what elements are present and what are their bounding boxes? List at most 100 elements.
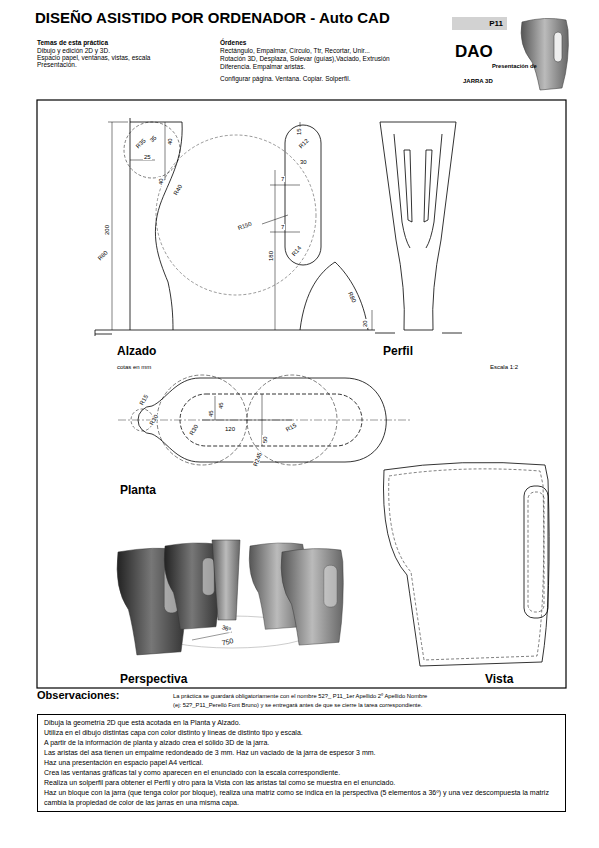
drawing-path <box>212 540 240 620</box>
dimension-label: 120 <box>224 426 236 432</box>
drawing-line <box>95 334 112 335</box>
drawing-rect <box>285 125 321 265</box>
dimension-label: R15 <box>284 421 298 433</box>
sheet-text: JARRA 3D <box>463 78 493 84</box>
instruction-line: Haz una presentación en espacio papel A4… <box>44 758 559 768</box>
drawing-path <box>389 469 544 660</box>
instructions-box: Dibuja la geometría 2D que está acotada … <box>37 714 566 812</box>
sheet-text: Presentación. <box>37 62 77 69</box>
instruction-line: A partir de la información de planta y a… <box>44 738 559 748</box>
sheet-text: Espacio papel, ventanas, vistas, escala <box>37 55 150 62</box>
dimension-label: R12 <box>297 137 310 150</box>
instruction-line: Haz un bloque con la jarra (que tenga co… <box>44 788 559 808</box>
drawing-line <box>270 232 300 233</box>
dimension-label: 30 <box>299 159 308 165</box>
dimension-label: R245 <box>252 451 263 468</box>
drawing-path <box>424 150 432 222</box>
sheet-text: Rotación 3D, Desplaza, Solevar (guías),V… <box>220 56 390 63</box>
sheet-text: (ej: 52?_P11_Perelló Font Bruno) y se en… <box>173 703 422 709</box>
dimension-label: 180 <box>268 250 274 262</box>
dimension-label: 15 <box>296 127 302 136</box>
drawing-line <box>375 333 395 334</box>
instruction-line: Realiza un solperfil para obtener el Per… <box>44 778 559 788</box>
dimension-label: 25 <box>143 154 152 160</box>
dimension-label: R14 <box>290 244 303 258</box>
sheet-text: Configurar página. Ventana. Copiar. Solp… <box>220 76 350 83</box>
dimension-label: R35 <box>134 137 147 150</box>
perspective-jugs <box>117 540 343 655</box>
dimension-label: R80 <box>347 290 358 304</box>
dimension-label: 50 <box>262 435 268 444</box>
drawing-line <box>215 396 216 420</box>
drawing-path <box>426 134 442 248</box>
drawing-line <box>108 122 128 123</box>
dimension-label: 7 <box>280 224 285 230</box>
drawing-use <box>281 549 343 646</box>
drawing-line <box>202 420 292 421</box>
dimension-label: R40 <box>172 183 184 197</box>
drawing-path <box>155 122 182 330</box>
practice-number-box: P11 <box>452 17 507 30</box>
sheet-text: Presentación de <box>492 64 537 70</box>
drawing-path <box>300 262 368 330</box>
dimension-label: 40 <box>158 177 164 186</box>
sheet-text: La práctica se guardará obligatoriamente… <box>173 694 427 700</box>
dimension-label: 45 <box>208 409 214 418</box>
sheet-text: Diferencia. Empalmar aristas. <box>220 64 305 71</box>
instruction-line: Las aristas del asa tienen un empalme re… <box>44 748 559 758</box>
drawing-line <box>165 122 166 180</box>
sheet-text: Escala 1:2 <box>490 364 518 370</box>
dimension-label: 7 <box>280 176 285 182</box>
alzado-view <box>95 118 375 336</box>
instruction-line: Utiliza en el dibujo distintas capa con … <box>44 728 559 738</box>
dimension-label: 750 <box>220 637 235 647</box>
view-title: Planta <box>120 484 156 496</box>
drawing-line <box>270 185 300 186</box>
sheet-text: Temas de esta práctica <box>37 40 108 47</box>
view-title: Observaciones: <box>37 690 120 701</box>
sheet-text: Órdenes <box>220 40 246 47</box>
sheet-text: Dibujo y edición 2D y 3D. <box>37 48 110 55</box>
dimension-label: 20 <box>362 319 368 328</box>
drawing-line <box>442 333 462 334</box>
drawing-line <box>95 330 96 336</box>
dimension-label: R80 <box>96 249 109 262</box>
view-title: Perfil <box>383 345 413 357</box>
view-title: Perspectiva <box>120 673 187 685</box>
drawing-path <box>380 122 456 330</box>
drawing-circle <box>124 122 180 178</box>
perfil-view <box>375 122 462 333</box>
drawing-rect <box>528 492 544 612</box>
dimension-label: 200 <box>104 224 110 236</box>
drawing-line <box>118 420 410 421</box>
planta-view <box>118 375 410 465</box>
dimension-label: R30 <box>188 423 200 437</box>
instruction-line: Crea las ventanas gráficas tal y como ap… <box>44 768 559 778</box>
drawing-path <box>394 134 410 248</box>
jug-icon <box>521 18 568 90</box>
view-title: Alzado <box>117 345 156 357</box>
view-title: DAO <box>455 43 493 60</box>
drawing-line <box>262 215 288 224</box>
dimension-label: R15 <box>138 393 150 407</box>
vista-view <box>383 462 549 666</box>
drawing-path <box>404 150 412 222</box>
dimension-label: 45 <box>218 401 224 410</box>
view-title: Vista <box>485 673 513 685</box>
sheet-text: Rectángulo, Empalmar, Círculo, Ttr, Reco… <box>220 48 370 55</box>
drawing-circle <box>156 135 316 295</box>
drawing-rect <box>554 32 562 62</box>
instruction-line: Dibuja la geometría 2D que está acotada … <box>44 718 559 728</box>
drawing-line <box>275 170 276 330</box>
sheet-text: cotas en mm <box>117 364 151 370</box>
drawing-line <box>112 122 113 330</box>
sheet-title: DISEÑO ASISTIDO POR ORDENADOR - Auto CAD <box>35 10 390 25</box>
drawing-use <box>164 543 220 629</box>
dimension-label: 36º <box>220 624 232 633</box>
drawing-line <box>130 118 131 330</box>
dimension-label: 40 <box>167 137 173 146</box>
view-frame <box>37 100 566 688</box>
drawing-line <box>372 310 373 330</box>
practice-number: P11 <box>456 19 503 28</box>
drawing-rect <box>524 486 548 618</box>
